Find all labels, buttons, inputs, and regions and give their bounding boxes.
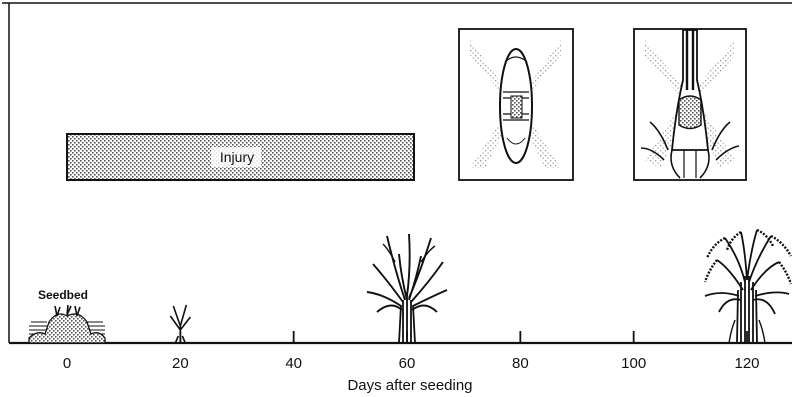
x-tick-label-80: 80 xyxy=(512,355,529,372)
heading-plant-icon xyxy=(705,230,791,343)
x-axis: 0 20 40 60 80 100 120 Days after seeding xyxy=(9,331,792,394)
seedbed-plant-icon xyxy=(29,305,105,343)
x-tick-label-60: 60 xyxy=(399,355,416,372)
plant-stages xyxy=(29,230,791,343)
x-tick-label-20: 20 xyxy=(172,355,189,372)
seedling-plant-icon xyxy=(170,305,190,343)
x-axis-tick-labels: 0 20 40 60 80 100 120 xyxy=(63,355,760,372)
injury-bar: Injury xyxy=(67,134,414,180)
x-tick-label-120: 120 xyxy=(734,355,759,372)
panicle-in-sheath-inset xyxy=(634,29,746,180)
x-tick-label-100: 100 xyxy=(621,355,646,372)
tillering-plant-icon xyxy=(367,234,447,343)
injury-bar-label: Injury xyxy=(220,149,254,165)
x-tick-label-0: 0 xyxy=(63,355,71,372)
x-axis-label: Days after seeding xyxy=(347,377,472,394)
x-tick-label-40: 40 xyxy=(285,355,302,372)
stem-cross-section-inset xyxy=(459,29,573,180)
seedbed-label: Seedbed xyxy=(38,288,88,302)
